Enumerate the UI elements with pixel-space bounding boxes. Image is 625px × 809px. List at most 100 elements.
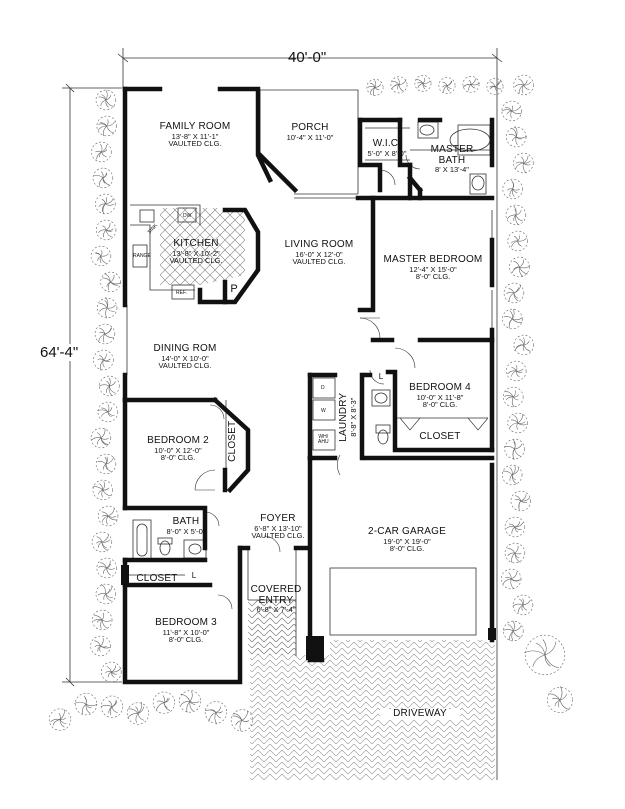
leaf xyxy=(102,277,111,283)
room-name-2: ENTRY xyxy=(258,594,294,606)
shrub xyxy=(90,245,112,267)
room-size: 13'-8" X 10'-2" xyxy=(172,248,220,258)
leaf xyxy=(96,536,103,543)
leaf xyxy=(422,83,426,90)
leaf xyxy=(509,467,513,476)
leaf xyxy=(106,281,111,287)
width-dimension: 40'-0" xyxy=(288,49,327,66)
leaf xyxy=(189,701,200,704)
leaf xyxy=(417,83,424,89)
leaf xyxy=(239,720,243,732)
leaf xyxy=(101,515,109,517)
leaf xyxy=(102,359,105,368)
shrub xyxy=(96,557,117,579)
depth-dimension: 64'-4" xyxy=(40,344,79,361)
leaf xyxy=(514,526,522,530)
room-living-room: LIVING ROOM 16'-0" X 12'-0" VAULTED CLG. xyxy=(274,239,364,266)
leaf xyxy=(107,515,117,518)
leaf xyxy=(520,497,531,502)
shrub xyxy=(99,375,120,397)
leaf xyxy=(85,703,92,709)
leaf xyxy=(162,695,165,703)
leaf xyxy=(91,437,101,441)
leaf xyxy=(515,210,522,216)
leaf xyxy=(515,495,522,502)
leaf xyxy=(107,508,115,517)
leaf xyxy=(523,162,531,166)
leaf xyxy=(514,162,524,170)
leaf xyxy=(105,95,112,101)
shrub xyxy=(510,490,532,512)
leaf xyxy=(100,122,107,127)
leaf xyxy=(515,214,519,225)
room-ceiling: 8'-0" CLG. xyxy=(415,272,451,282)
leaf xyxy=(100,637,104,647)
leaf xyxy=(105,203,114,206)
shrub xyxy=(95,89,117,111)
shrub xyxy=(101,661,122,683)
leaf xyxy=(107,411,112,417)
room-size: 10'-4" X 11'-0" xyxy=(286,132,334,142)
shrub xyxy=(512,594,534,616)
fixture-linen-bedroom3: L xyxy=(191,571,197,580)
leaf xyxy=(468,79,472,85)
leaf xyxy=(512,603,524,607)
room-size: 6'-8" X 13'-10" xyxy=(254,523,302,533)
leaf xyxy=(512,182,514,190)
leaf xyxy=(517,413,524,424)
leaf xyxy=(513,284,522,294)
leaf xyxy=(106,307,115,312)
leaf xyxy=(510,578,521,581)
leaf xyxy=(512,127,517,138)
leaf xyxy=(59,719,67,724)
leaf xyxy=(101,407,109,413)
leaf xyxy=(367,86,376,88)
leaf xyxy=(508,133,517,138)
leaf xyxy=(422,80,431,84)
leaf xyxy=(468,84,472,91)
leaf xyxy=(508,523,516,528)
leaf xyxy=(101,149,108,153)
fixture-refrigerator: REF. xyxy=(176,290,187,296)
shrub xyxy=(100,271,121,293)
leaf xyxy=(101,541,108,551)
leaf xyxy=(100,99,107,106)
leaf xyxy=(163,702,168,708)
leaf xyxy=(542,639,547,656)
leaf xyxy=(510,110,512,118)
leaf xyxy=(94,645,101,647)
leaf xyxy=(515,364,518,372)
leaf xyxy=(516,135,527,139)
leaf xyxy=(515,136,518,145)
leaf xyxy=(98,229,107,233)
leaf xyxy=(509,188,513,197)
room-size: 8' X 13'-4" xyxy=(435,165,469,174)
shrub xyxy=(95,219,117,241)
leaf xyxy=(523,81,532,86)
leaf xyxy=(107,304,116,309)
leaf xyxy=(511,367,517,372)
leaf xyxy=(98,489,103,495)
leaf xyxy=(558,699,561,708)
room-ceiling: VAULTED CLG. xyxy=(169,256,223,266)
leaf xyxy=(514,448,521,457)
leaf xyxy=(523,160,531,164)
leaf xyxy=(515,370,520,378)
leaf xyxy=(108,385,113,396)
room-garage: 2-CAR GARAGE 19'-0" X 19'-0" 8'-0" CLG. xyxy=(352,526,462,553)
leaf xyxy=(107,515,118,521)
room-family-room: FAMILY ROOM 13'-8" X 11'-1" VAULTED CLG. xyxy=(150,121,240,148)
leaf xyxy=(517,240,522,247)
leaf xyxy=(508,292,515,302)
shrub xyxy=(96,115,117,137)
leaf xyxy=(512,188,518,193)
leaf xyxy=(523,344,531,352)
leaf xyxy=(519,266,528,275)
leaf xyxy=(106,385,110,393)
leaf xyxy=(397,84,400,90)
leaf xyxy=(101,151,107,157)
room-name: MASTER BEDROOM xyxy=(383,254,483,265)
leaf xyxy=(513,396,519,401)
leaf xyxy=(128,708,139,714)
leaf xyxy=(241,720,249,722)
